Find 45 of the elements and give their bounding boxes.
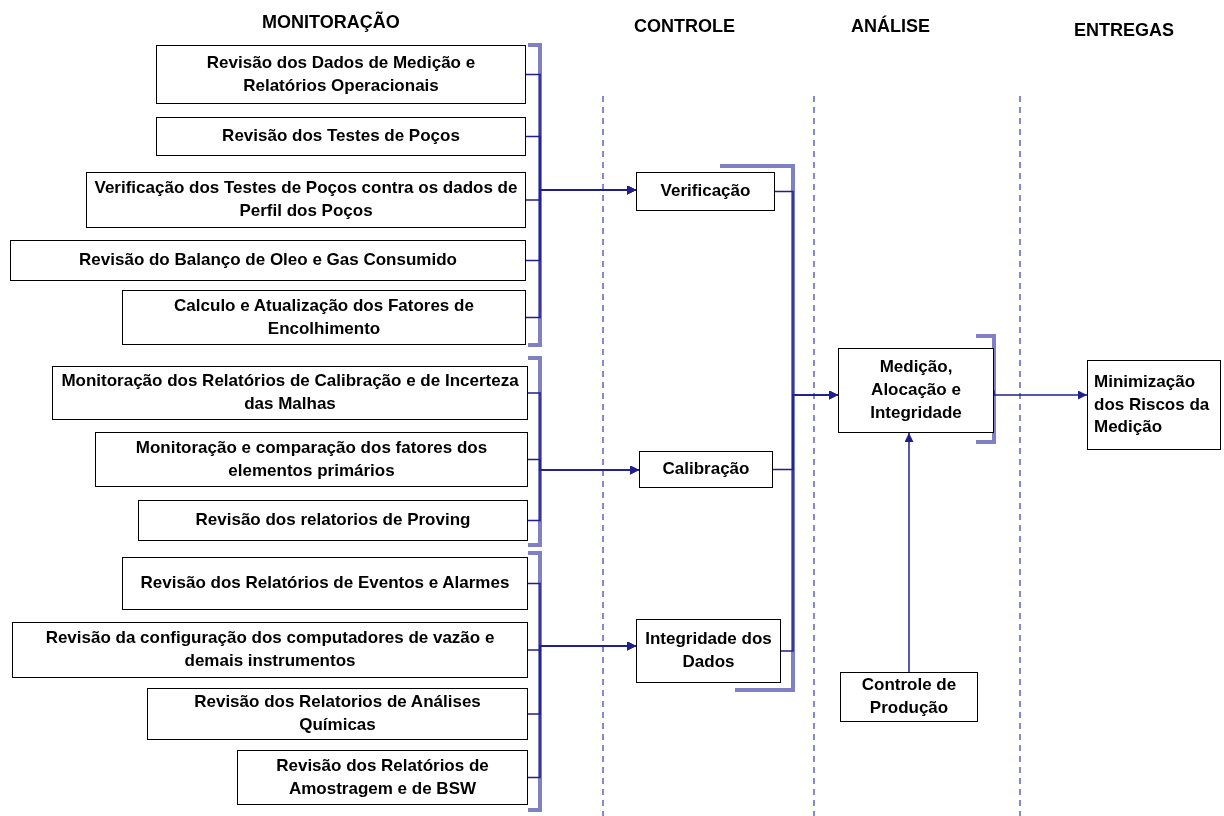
box-text: Revisão dos Relatórios de Amostragem e de BSW — [275, 754, 490, 800]
process-box — [138, 500, 528, 541]
process-box — [10, 240, 526, 281]
box-text: Controle de Produção — [860, 674, 958, 719]
box-text: Medição, Alocação e Integridade — [869, 356, 963, 424]
process-box — [636, 172, 775, 211]
box-text: Revisão dos Testes de Poços — [222, 125, 460, 148]
process-box — [95, 432, 528, 487]
box-text: Revisão dos relatorios de Proving — [195, 509, 471, 532]
box-text: Integridade dos Dados — [644, 628, 773, 673]
box-text: Monitoração dos Relatórios de Calibração e de Incerteza das Malhas — [60, 370, 520, 415]
box-text: Minimização dos Riscos da Medição — [1094, 370, 1211, 439]
column-heading: ANÁLISE — [851, 16, 930, 37]
process-box — [840, 672, 978, 722]
arrow — [993, 389, 1088, 400]
process-box — [156, 117, 526, 156]
box-text: Verificação dos Testes de Poços contra os dados de Perfil dos Poços — [93, 177, 519, 222]
column-heading: CONTROLE — [634, 16, 735, 37]
process-box — [237, 750, 528, 805]
box-text: Revisão dos Relatórios de Eventos e Alarmes — [140, 572, 510, 595]
process-box — [52, 366, 528, 420]
box-text: Monitoração e comparação dos fatores dos elementos primários — [134, 436, 489, 482]
box-text: Revisão dos Dados de Medição e Relatórios Operacionais — [205, 51, 477, 97]
box-text: Calculo e Atualização dos Fatores de Encolhimento — [173, 294, 475, 340]
box-text: Revisão dos Relatorios de Análises Químicas — [193, 691, 482, 736]
process-box — [86, 172, 526, 228]
process-box — [639, 451, 773, 488]
arrow — [525, 185, 637, 319]
column-heading: ENTREGAS — [1074, 20, 1174, 41]
process-box — [838, 348, 994, 433]
process-box — [636, 619, 781, 683]
box-text: Revisão do Balanço de Oleo e Gas Consumido — [79, 249, 457, 272]
box-text: Verificação — [660, 180, 751, 203]
arrow — [904, 432, 914, 673]
process-box — [1087, 360, 1221, 450]
arrow — [527, 641, 637, 779]
box-text: Revisão da configuração dos computadores de vazão e demais instrumentos — [44, 627, 496, 672]
box-text: Calibração — [662, 458, 750, 481]
arrow — [780, 390, 839, 652]
process-box — [12, 622, 528, 678]
process-box — [122, 290, 526, 345]
process-box — [147, 688, 528, 740]
process-box — [122, 557, 528, 610]
arrow — [527, 465, 640, 522]
process-box — [156, 45, 526, 104]
